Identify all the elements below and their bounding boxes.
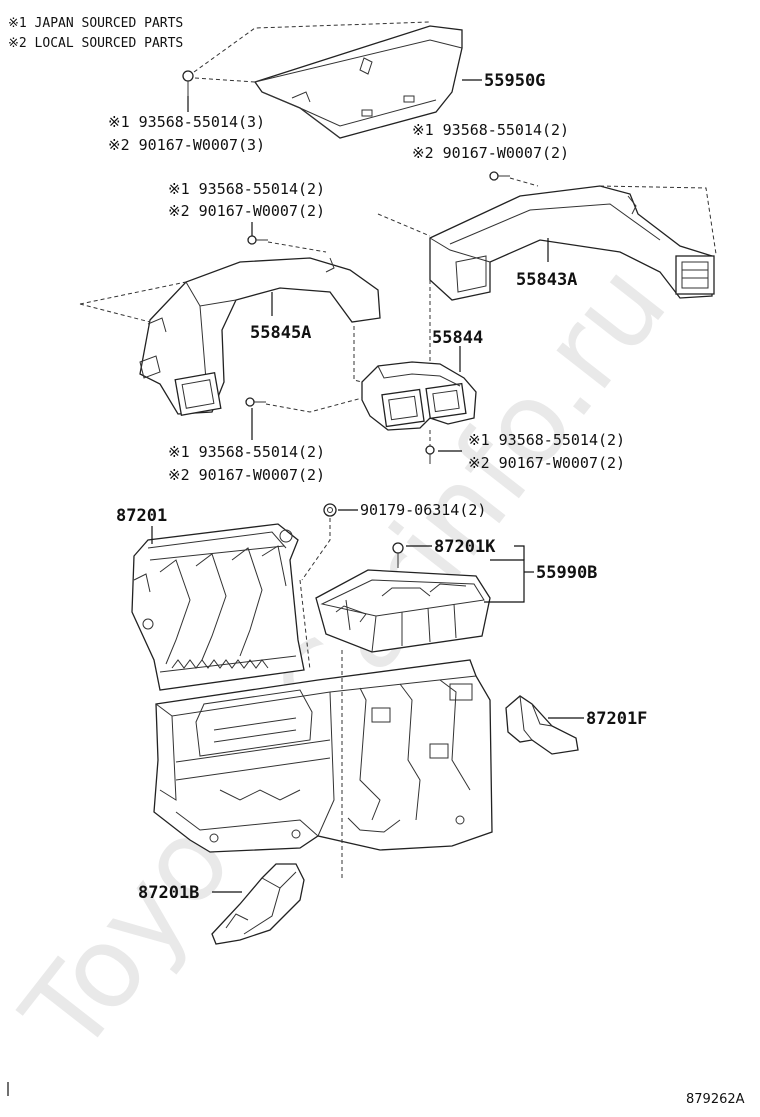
part-55844-drawing[interactable] <box>361 361 477 431</box>
part-55845A-drawing[interactable] <box>139 257 381 416</box>
part-hvac-unit-drawing[interactable] <box>153 659 493 853</box>
fastener-g4-line2: ※2 90167-W0007(2) <box>168 466 325 484</box>
fastener-g3-line1: ※1 93568-55014(2) <box>168 180 325 198</box>
legend-japan: ※1 JAPAN SOURCED PARTS <box>8 16 183 31</box>
label-87201B: 87201B <box>138 883 199 903</box>
label-55843A: 55843A <box>516 270 577 290</box>
part-55843A-drawing[interactable] <box>429 185 715 301</box>
label-55845A: 55845A <box>250 323 311 343</box>
fastener-g5-line1: ※1 93568-55014(2) <box>468 431 625 449</box>
fastener-g4-line1: ※1 93568-55014(2) <box>168 443 325 461</box>
screw-icon <box>489 171 510 181</box>
screw-icon <box>392 542 404 568</box>
fastener-g2-line1: ※1 93568-55014(2) <box>412 121 569 139</box>
label-87201: 87201 <box>116 506 167 526</box>
label-55844: 55844 <box>432 328 483 348</box>
watermark: Toyota-Carinfo.ru <box>0 241 692 1078</box>
fastener-g3-line2: ※2 90167-W0007(2) <box>168 202 325 220</box>
reference-code: 879262A <box>686 1092 745 1107</box>
part-87201-drawing[interactable] <box>131 523 305 691</box>
fastener-g2-line2: ※2 90167-W0007(2) <box>412 144 569 162</box>
fastener-g1-line2: ※2 90167-W0007(3) <box>108 136 265 154</box>
label-90179-06314: 90179-06314(2) <box>360 501 486 519</box>
part-55950G-drawing[interactable] <box>253 25 463 139</box>
legend-local: ※2 LOCAL SOURCED PARTS <box>8 36 183 51</box>
label-87201K: 87201K <box>434 537 496 557</box>
screw-icon <box>245 397 266 407</box>
fastener-g5-line2: ※2 90167-W0007(2) <box>468 454 625 472</box>
clip-icon <box>323 503 337 517</box>
screw-icon <box>247 235 268 245</box>
part-55990B-drawing[interactable] <box>315 569 491 653</box>
screw-icon <box>182 70 194 96</box>
fastener-g1-line1: ※1 93568-55014(3) <box>108 113 265 131</box>
part-87201F-drawing[interactable] <box>505 695 579 755</box>
label-87201F: 87201F <box>586 709 647 729</box>
label-55950G: 55950G <box>484 71 545 91</box>
label-55990B: 55990B <box>536 563 597 583</box>
part-87201B-drawing[interactable] <box>211 863 305 945</box>
